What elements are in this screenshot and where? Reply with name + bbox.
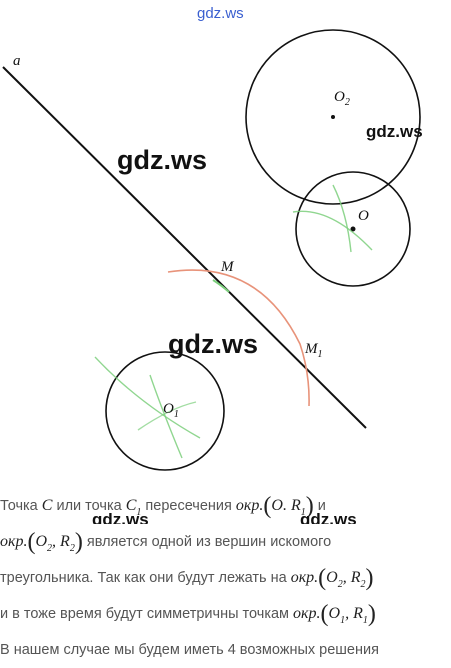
- text-fragment: В нашем случае мы будем иметь 4 возможны…: [0, 642, 379, 658]
- label-o1: O1: [163, 401, 179, 420]
- arc-green-o-1: [292, 210, 373, 251]
- arc-green-o1-3: [137, 401, 197, 431]
- okr-label: окр.: [235, 497, 264, 514]
- arc-red-m: [167, 269, 310, 407]
- label-o2: O2: [334, 89, 350, 108]
- text-fragment: является одной из вершин искомого: [82, 534, 332, 550]
- text-line-4: и в тоже время будут симметричны точкам …: [0, 601, 376, 627]
- center-o2: [331, 115, 335, 119]
- watermark-mid-2: gdz.ws: [92, 510, 149, 524]
- circle-o2: [245, 29, 421, 205]
- label-m1: M1: [304, 341, 323, 360]
- watermark-mid-3: gdz.ws: [300, 510, 357, 524]
- watermark-mid-1: gdz.ws: [366, 122, 423, 141]
- okr-label: окр.: [293, 605, 321, 622]
- okr-label: окр.: [290, 569, 319, 586]
- arc-green-m: [212, 279, 230, 293]
- watermark-top: gdz.ws: [197, 5, 244, 22]
- center-o: [350, 226, 356, 232]
- arc-green-o-2: [332, 184, 352, 253]
- okr-label: окр.: [0, 533, 28, 550]
- text-fragment: пересечения: [141, 498, 236, 514]
- label-o: O: [358, 208, 369, 224]
- text-fragment: или точка: [52, 498, 126, 514]
- line-a: [2, 66, 367, 429]
- label-m: M: [220, 259, 235, 275]
- arc-green-o1-1: [94, 356, 201, 439]
- solution-text: Точка C или точка C1 пересечения окр.(O.…: [0, 488, 451, 668]
- text-fragment: Точка: [0, 498, 42, 514]
- point-c1: C1: [125, 497, 142, 518]
- geometry-figure: gdz.ws a O2 O M M1 O1 gdz.ws gdz.ws gdz.…: [2, 5, 423, 471]
- text-line-1: Точка C или точка C1 пересечения окр.(O.…: [0, 488, 451, 524]
- point-c: C: [41, 497, 53, 514]
- watermark-big-1: gdz.ws: [117, 145, 207, 175]
- text-line-5: В нашем случае мы будем иметь 4 возможны…: [0, 632, 451, 668]
- label-a: a: [13, 53, 21, 69]
- text-line-3: треугольника. Так как они будут лежать н…: [0, 565, 374, 591]
- text-fragment: и в тоже время будут симметричны точкам: [0, 606, 294, 622]
- circle-o1: [105, 351, 225, 471]
- text-fragment: треугольника. Так как они будут лежать н…: [0, 570, 291, 586]
- watermark-big-2: gdz.ws: [168, 329, 258, 359]
- arc-green-o1-2: [149, 374, 183, 459]
- text-line-2: окр.(O2, R2) является одной из вершин ис…: [0, 529, 332, 555]
- text-fragment: и: [313, 498, 326, 514]
- circle-o: [295, 171, 411, 287]
